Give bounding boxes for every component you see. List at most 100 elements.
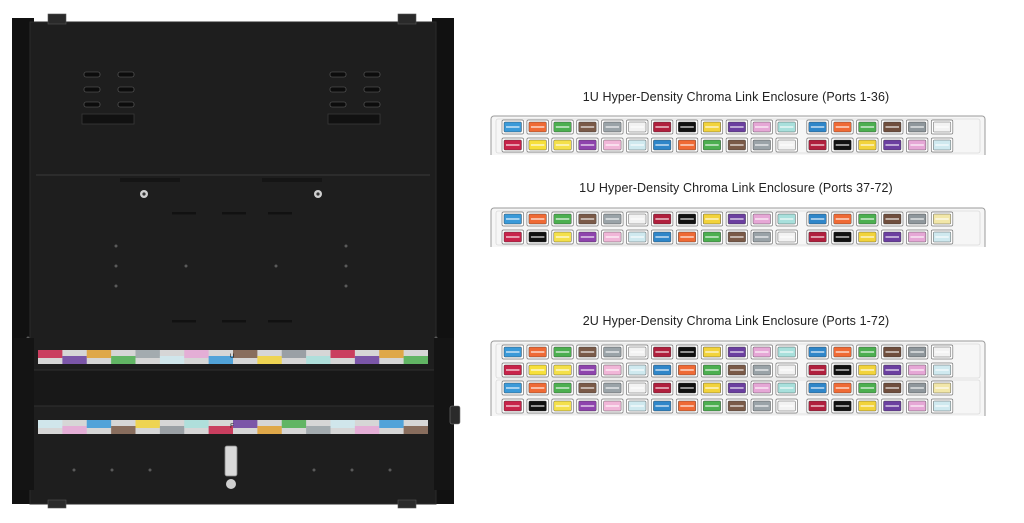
strip-segment [257,426,282,434]
port-highlight [835,144,850,146]
port-highlight [555,144,570,146]
bracket-slot [83,71,101,78]
chassis-vent-slot [172,320,196,323]
bracket-slot [117,86,135,93]
port-highlight [555,126,570,128]
chassis-right-ear [434,338,454,490]
port-highlight [680,387,694,389]
port-highlight [810,236,825,238]
bracket-slot [363,71,381,78]
panel-rail [495,343,981,379]
bracket-slot [117,71,135,78]
chassis-dot [148,468,152,472]
port-highlight [555,236,570,238]
chassis-vent-slot [268,212,292,215]
strip-segment [62,426,87,434]
port-highlight [730,387,744,389]
port-highlight [885,387,899,389]
chassis-dot [274,264,278,268]
port-highlight [810,369,825,371]
port-highlight [935,387,949,389]
port-highlight [730,351,744,353]
chassis-bottom-tab-left [47,499,67,509]
port-highlight [755,218,769,220]
chassis-dot [388,468,392,472]
port-highlight [730,369,744,371]
port-highlight [630,126,644,128]
port-highlight [860,387,875,389]
strip-segment [159,356,185,364]
strip-segment [379,420,404,428]
strip-segment [111,426,136,434]
enclosure-chassis-top-view: U F [12,13,461,509]
strip-segment [184,420,209,428]
port-highlight [910,351,924,353]
chassis-top-tab-right [397,13,417,25]
port-highlight [630,369,644,371]
panel-2u-ports-1-72 [490,340,986,416]
port-highlight [835,236,850,238]
chassis-dot [344,284,348,288]
bracket-slot [329,101,347,108]
port-highlight [835,351,850,353]
panel-rail [495,118,981,154]
strip-segment [62,356,87,364]
chassis-lid-tab-right [262,178,322,182]
port-highlight [860,126,875,128]
port-highlight [835,369,850,371]
port-highlight [605,351,620,353]
port-highlight [779,236,794,238]
chassis-pull-knob [226,479,236,489]
strip-segment [86,420,112,428]
port-highlight [555,351,570,353]
port-highlight [580,405,595,407]
chassis-dot [114,244,118,248]
port-highlight [605,126,620,128]
chassis-dot [114,264,118,268]
port-highlight [506,218,520,220]
strip-segment [208,356,233,364]
bracket-slot [83,86,101,93]
port-highlight [705,236,719,238]
panel-frame [490,340,986,416]
port-highlight [935,369,949,371]
chassis-color-strips [38,350,428,434]
strip-label-lower: F [230,424,234,430]
port-highlight [885,144,899,146]
port-highlight [605,369,620,371]
port-highlight [680,369,694,371]
port-highlight [655,236,669,238]
port-highlight [935,236,949,238]
bracket-slot [363,101,381,108]
strip-segment [330,420,355,428]
port-highlight [910,387,924,389]
chassis-vent-slot [222,320,246,323]
chassis-dot [344,264,348,268]
port-highlight [935,144,949,146]
port-highlight [530,144,545,146]
port-highlight [705,351,719,353]
port-highlight [530,218,545,220]
strip-segment [306,356,331,364]
bracket-slot [363,86,381,93]
port-highlight [755,236,769,238]
strip-segment [233,350,258,358]
port-highlight [580,126,595,128]
port-highlight [779,144,794,146]
port-highlight [885,126,899,128]
port-highlight [630,218,644,220]
port-highlight [910,126,924,128]
port-highlight [705,369,719,371]
chassis-dot [184,264,188,268]
chassis-lid-seam [36,174,430,176]
port-highlight [835,387,850,389]
port-highlight [555,218,570,220]
port-highlight [755,369,769,371]
port-highlight [935,351,949,353]
port-highlight [506,387,520,389]
port-highlight [680,236,694,238]
port-highlight [860,405,875,407]
port-highlight [630,144,644,146]
port-highlight [885,236,899,238]
port-highlight [680,405,694,407]
